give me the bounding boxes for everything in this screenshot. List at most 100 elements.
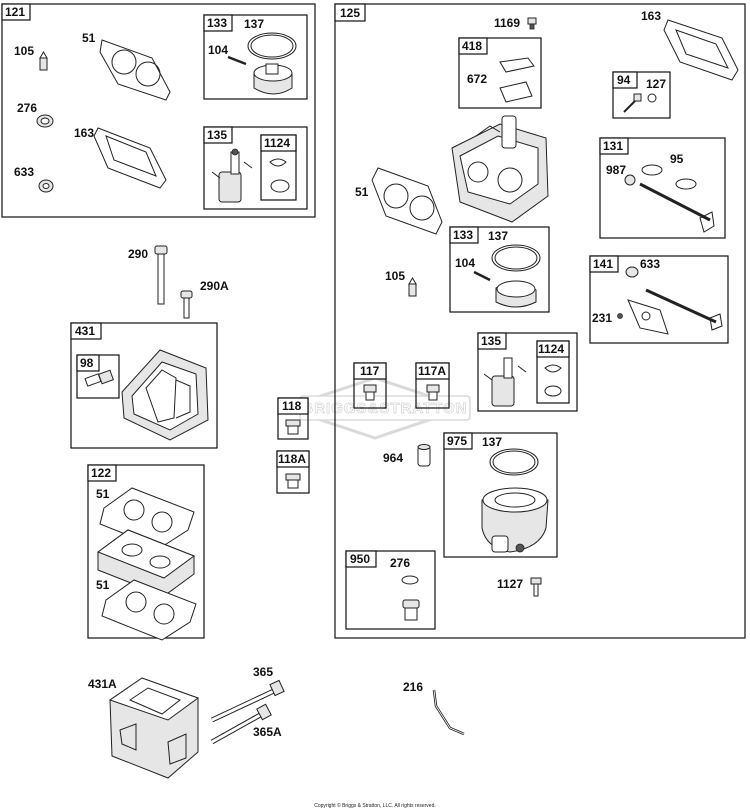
label-51-center: 51: [355, 185, 369, 199]
group-122-tag-box: [87, 464, 117, 482]
group-117-tag: 117: [360, 364, 380, 378]
label-633-right: 633: [640, 257, 660, 271]
part-94-screw: [623, 93, 657, 113]
label-987: 987: [606, 163, 626, 177]
part-431-adapter: [121, 349, 209, 441]
group-131-frame: [599, 137, 726, 239]
group-141-tag: 141: [593, 257, 613, 271]
group-98-tag: 98: [80, 356, 94, 370]
group-117a-tag-box: [415, 362, 450, 380]
part-216-link: [432, 689, 465, 736]
group-133-upper-tag-box: [203, 14, 233, 32]
group-125-tag: 125: [340, 6, 360, 20]
part-118-plug: [285, 419, 301, 435]
group-122: 122 51 51: [87, 464, 205, 641]
label-104: 104: [208, 43, 228, 57]
part-276-washer: [36, 114, 54, 128]
part-carburetor-body: [451, 115, 549, 223]
label-127: 127: [646, 77, 666, 91]
label-95: 95: [670, 152, 684, 166]
group-950-tag: 950: [350, 552, 370, 566]
part-104-pin: [227, 55, 247, 66]
group-118: 118: [277, 397, 309, 440]
group-118a-tag: 118A: [278, 452, 306, 466]
label-672: 672: [467, 72, 487, 86]
group-975-frame: [443, 432, 558, 558]
part-98-fitting: [84, 369, 114, 387]
group-1124-upper-tag: 1124: [264, 136, 290, 150]
group-118a: 118A: [276, 450, 310, 494]
group-135-center-tag: 135: [481, 334, 501, 348]
group-94-tag: 94: [617, 73, 631, 87]
group-1124-upper-tag-box: [260, 134, 297, 152]
label-137-center: 137: [488, 229, 508, 243]
label-1127: 1127: [497, 577, 523, 591]
group-133-upper-tag: 133: [207, 16, 227, 30]
group-950-tag-box: [345, 550, 377, 568]
label-290: 290: [128, 247, 148, 261]
group-431: 431 98: [70, 322, 218, 449]
part-118a-plug: [285, 473, 301, 489]
label-104-center: 104: [455, 256, 475, 270]
part-1169-screw: [527, 17, 537, 30]
part-117a-plug: [426, 384, 440, 401]
group-125-frame: [334, 3, 746, 639]
label-365: 365: [253, 665, 273, 679]
part-137-oring-975: [489, 448, 539, 476]
group-418-tag: 418: [462, 39, 482, 53]
label-231: 231: [592, 311, 612, 325]
group-121-tag: 121: [5, 5, 25, 19]
label-290a: 290A: [200, 279, 229, 293]
part-633-washer: [38, 179, 54, 193]
group-133-center-frame: [449, 226, 550, 313]
group-94-tag-box: [612, 71, 638, 89]
part-float: [253, 63, 293, 95]
label-51-lower-122: 51: [96, 578, 110, 592]
part-290-bolt: [154, 245, 168, 305]
part-431a-manifold: [108, 677, 200, 779]
group-950-frame: [345, 550, 436, 630]
part-105-jet: [39, 51, 48, 71]
label-137: 137: [244, 17, 264, 31]
part-290a-bolt: [180, 290, 193, 319]
label-105-center: 105: [385, 269, 405, 283]
part-105-jet-center: [408, 277, 417, 297]
label-633: 633: [14, 165, 34, 179]
part-1124-seal-center: [544, 364, 562, 397]
group-117-tag-box: [353, 362, 387, 380]
group-975-tag-box: [443, 432, 473, 450]
copyright-text: Copyright © Briggs & Stratton, LLC. All …: [314, 802, 436, 809]
part-131-choke-shaft: [624, 164, 715, 233]
label-216: 216: [403, 680, 423, 694]
part-365-bolt: [210, 679, 285, 723]
group-133-center-tag: 133: [453, 228, 473, 242]
group-135-upper-frame: [203, 126, 308, 210]
part-365a-bolt: [210, 703, 272, 745]
part-137-oring: [247, 32, 297, 60]
group-122-frame: [87, 464, 205, 639]
group-418-tag-box: [458, 37, 488, 55]
label-163: 163: [74, 126, 94, 140]
group-431-tag-box: [70, 322, 102, 340]
group-117a-tag: 117A: [418, 364, 446, 378]
part-1127-screw: [530, 577, 542, 597]
part-117-plug: [363, 384, 377, 401]
group-118-tag: 118: [282, 399, 302, 413]
label-964: 964: [383, 451, 403, 465]
group-122-tag: 122: [91, 466, 111, 480]
part-950-screw: [401, 575, 420, 621]
label-137-975: 137: [482, 435, 502, 449]
part-51-gasket-center: [371, 167, 443, 235]
part-964-sleeve: [417, 444, 431, 467]
group-133-center-tag-box: [449, 226, 479, 244]
group-125-tag-box: [334, 3, 366, 22]
label-105: 105: [14, 44, 34, 58]
group-121: 121 105 51 276 163 633: [1, 3, 316, 218]
group-1124-center-tag-box: [536, 340, 570, 358]
group-133-upper-frame: [203, 14, 308, 100]
group-135-center-frame: [477, 332, 578, 412]
part-163-gasket-right: [663, 19, 739, 81]
label-51: 51: [82, 31, 96, 45]
part-141-throttle-shaft: [617, 266, 723, 335]
